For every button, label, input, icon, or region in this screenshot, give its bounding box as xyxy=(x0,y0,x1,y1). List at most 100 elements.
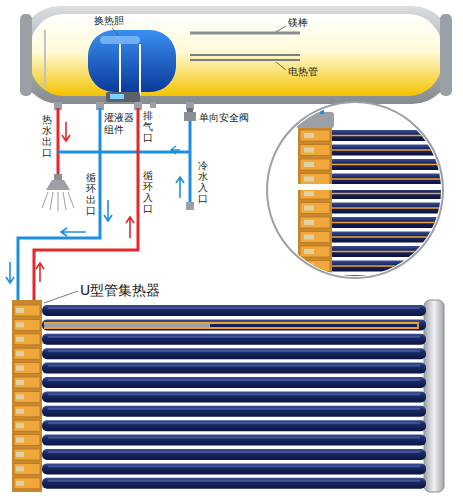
collector-header xyxy=(12,300,42,492)
magnesium-rod xyxy=(190,33,300,34)
vacuum-tube xyxy=(42,406,426,417)
leader-line xyxy=(276,26,286,32)
part-label: 排气口 xyxy=(143,110,153,143)
collector-header xyxy=(304,235,314,240)
collector-header xyxy=(14,363,40,374)
collector-header xyxy=(16,438,24,443)
magnify-circle xyxy=(298,126,332,286)
part-label: 单向安全阀 xyxy=(199,112,249,124)
collector-header xyxy=(300,217,330,228)
collector-header xyxy=(304,220,314,225)
collector-header xyxy=(16,481,24,486)
collector-header xyxy=(14,435,40,446)
collector-header xyxy=(304,278,314,283)
part-label: 循环入口 xyxy=(143,170,153,214)
magnify-circle xyxy=(296,112,334,128)
collector-header xyxy=(304,148,314,153)
collector-header xyxy=(14,377,40,388)
water-tank xyxy=(30,14,442,96)
shower-head xyxy=(42,192,48,208)
vacuum-tube xyxy=(332,265,463,267)
circulation-outlet-pipe xyxy=(61,228,86,236)
vacuum-tube xyxy=(330,232,463,243)
u-tube xyxy=(44,323,418,328)
hot-water-pipe xyxy=(58,108,70,176)
shower-head xyxy=(68,192,74,208)
leader-line xyxy=(112,28,118,35)
safety-valve xyxy=(184,112,196,121)
collector-header xyxy=(16,394,24,399)
collector-header xyxy=(304,191,314,196)
electric-heater xyxy=(190,55,300,60)
collector-header xyxy=(300,159,330,170)
leader-line xyxy=(44,291,78,303)
vacuum-tube xyxy=(42,363,426,374)
part-label: 电热管 xyxy=(288,66,318,78)
leader-line xyxy=(44,26,286,303)
pipe-stub xyxy=(150,102,156,108)
circulation-outlet-pipe xyxy=(6,262,14,283)
vacuum-tube xyxy=(48,393,420,395)
vacuum-tube xyxy=(48,379,420,381)
vacuum-tube xyxy=(42,435,426,446)
vacuum-tube xyxy=(332,236,463,238)
vacuum-tube xyxy=(332,207,463,209)
vacuum-tube xyxy=(330,174,463,185)
vacuum-tube xyxy=(48,307,420,309)
part-label: 冷水入口 xyxy=(198,160,208,204)
collector-header xyxy=(300,261,330,272)
safety-valve xyxy=(187,108,193,112)
collector-header xyxy=(14,463,40,474)
collector-header xyxy=(14,348,40,359)
inner-exchange-tank xyxy=(88,30,176,96)
hot-water-pipe xyxy=(62,122,70,141)
collector-header xyxy=(300,174,330,185)
vacuum-tube xyxy=(332,222,463,224)
part-label: 灌液器 组件 xyxy=(104,112,136,136)
circulation-outlet-pipe xyxy=(18,108,100,300)
shower-head xyxy=(54,174,62,180)
vacuum-tube xyxy=(330,275,463,286)
magnify-circle xyxy=(280,184,460,190)
vacuum-tube xyxy=(330,145,463,156)
vacuum-tube xyxy=(330,217,463,228)
collector-header xyxy=(16,452,24,457)
water-tank xyxy=(20,6,452,104)
collector-header xyxy=(300,275,330,286)
collector-header xyxy=(304,206,314,211)
vacuum-tube xyxy=(332,149,463,151)
collector-header xyxy=(300,130,330,286)
shower-head xyxy=(42,192,74,211)
magnify-circle xyxy=(304,90,308,114)
vacuum-tube xyxy=(48,365,420,367)
leader-line xyxy=(276,62,286,70)
collector-header xyxy=(14,406,40,417)
inner-exchange-tank xyxy=(100,36,140,44)
electric-heater xyxy=(190,59,300,61)
vacuum-tube xyxy=(48,451,420,453)
shower-head xyxy=(50,192,53,210)
collector-header xyxy=(16,351,24,356)
vacuum-tube xyxy=(48,480,420,482)
control-panel xyxy=(110,94,124,99)
cold-water-pipe xyxy=(186,202,194,210)
vacuum-tube xyxy=(48,408,420,410)
collector-header xyxy=(16,366,24,371)
circulation-inlet-pipe xyxy=(34,108,138,300)
vacuum-tube xyxy=(42,463,426,474)
collector-header xyxy=(14,319,40,330)
collector-header xyxy=(300,130,330,141)
collector-header xyxy=(300,232,330,243)
collector-header xyxy=(16,308,24,313)
vacuum-tube xyxy=(42,348,426,359)
circulation-inlet-pipe xyxy=(126,217,134,238)
inner-exchange-tank xyxy=(119,44,121,96)
hot-water-pipe xyxy=(57,108,60,176)
vacuum-tube xyxy=(330,261,463,272)
vacuum-tube xyxy=(332,280,463,282)
collector-header xyxy=(300,203,330,214)
vacuum-tube xyxy=(42,478,426,489)
collector-header xyxy=(14,334,40,345)
collector-header xyxy=(16,380,24,385)
